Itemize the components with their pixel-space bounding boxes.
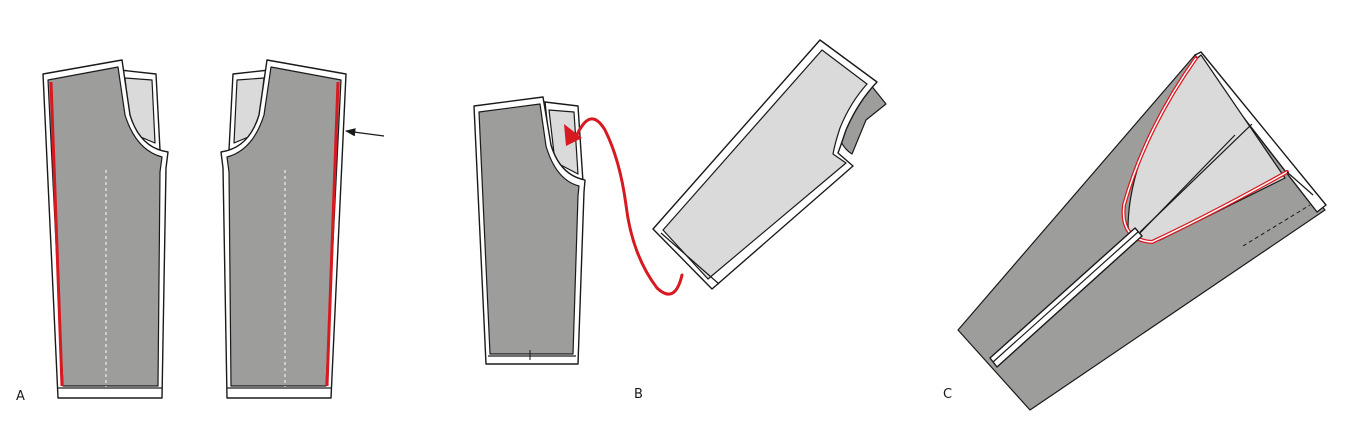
panel-c: C [943,51,1327,411]
crotch-seam-detail [957,51,1327,411]
panel-label: C [943,387,952,402]
curved-red-arrow-icon [564,117,684,296]
trouser-leg-flat-piece [473,96,586,365]
trouser-leg-turned-piece [652,39,887,290]
trouser-front-right-piece [220,59,347,399]
trouser-front-left-piece [42,59,169,399]
panel-label: B [634,387,643,402]
arrow-left-icon [344,128,385,137]
panel-b: B [473,39,887,402]
panel-label: A [16,389,25,404]
panel-a: A [16,59,385,404]
